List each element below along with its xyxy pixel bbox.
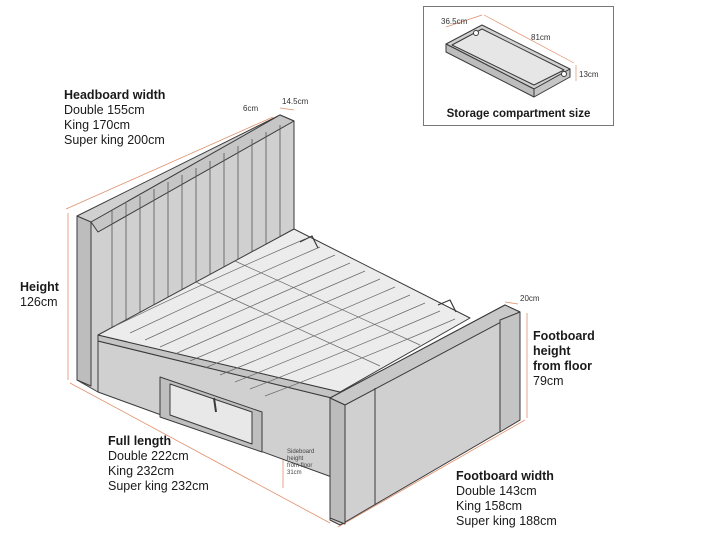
full-length-label: Full length Double 222cm King 232cm Supe…: [108, 434, 209, 494]
footboard-height-label: Footboard height from floor 79cm: [533, 329, 595, 389]
sideboard-line-4: 31cm: [287, 470, 302, 476]
slat-platform: [97, 228, 471, 393]
footboard-depth-dim: 20cm: [520, 294, 540, 303]
storage-compartment-panel: 36.5cm 81cm 13cm Storage compartment siz…: [423, 6, 614, 126]
full-length-king: King 232cm: [108, 464, 175, 478]
footboard-width-title: Footboard width: [456, 469, 554, 483]
headboard-width-superking: Super king 200cm: [64, 133, 165, 147]
bed-frame: [76, 114, 521, 526]
height-title: Height: [20, 280, 59, 294]
headboard-width-label: Headboard width Double 155cm King 170cm …: [64, 88, 165, 148]
headboard-depth-dim: 6cm: [243, 104, 259, 113]
sideboard-height-label: Sideboard height from floor 31cm: [287, 449, 314, 477]
footboard-height-title-1: Footboard: [533, 329, 595, 343]
height-label: Height 126cm: [20, 280, 59, 310]
storage-compartment-drawing: [445, 14, 577, 98]
headboard-width-title: Headboard width: [64, 88, 166, 102]
footboard-width-superking: Super king 188cm: [456, 514, 557, 528]
storage-compartment-title: Storage compartment size: [446, 108, 591, 120]
headboard-width-double: Double 155cm: [64, 103, 145, 117]
footboard-height-title-3: from floor: [533, 359, 593, 373]
headboard-width-king: King 170cm: [64, 118, 131, 132]
footboard-height-title-2: height: [533, 344, 571, 358]
full-length-superking: Super king 232cm: [108, 479, 209, 493]
full-length-double: Double 222cm: [108, 449, 189, 463]
full-length-title: Full length: [108, 434, 172, 448]
sideboard-line-2: height: [287, 456, 304, 462]
storage-depth-dim: 36.5cm: [441, 17, 468, 26]
footboard-width-label: Footboard width Double 143cm King 158cm …: [456, 469, 557, 529]
storage-height-dim: 13cm: [579, 70, 599, 79]
sideboard-line-1: Sideboard: [287, 449, 315, 455]
footboard-width-king: King 158cm: [456, 499, 523, 513]
footboard-height-value: 79cm: [533, 374, 564, 388]
headboard-thickness-dim: 14.5cm: [282, 97, 309, 106]
sideboard-line-3: from floor: [287, 463, 313, 469]
footboard-width-double: Double 143cm: [456, 484, 537, 498]
storage-length-dim: 81cm: [531, 33, 551, 42]
height-value: 126cm: [20, 295, 58, 309]
